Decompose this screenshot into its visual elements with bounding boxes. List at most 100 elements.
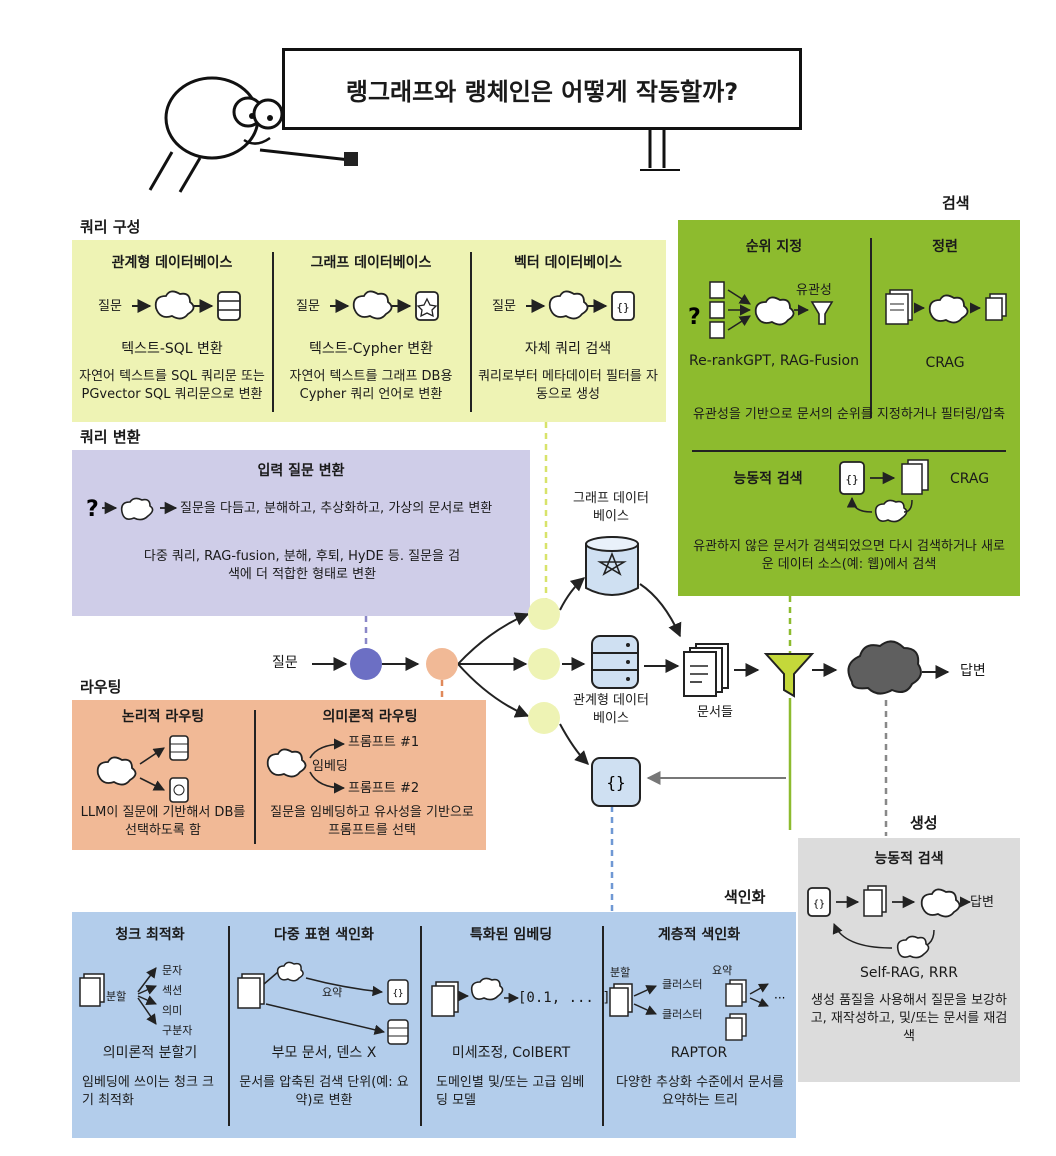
prompt-1-label: 프롬프트 #1 [348, 735, 420, 750]
relational-db-icon [591, 635, 639, 689]
active-retrieval-desc: 유관하지 않은 문서가 검색되었으면 다시 검색하거나 새로운 데이터 소스(예… [693, 539, 1005, 572]
graph-db-icon [585, 536, 639, 596]
llm-cloud-icon [847, 640, 922, 695]
hierarchical-desc: 다양한 추상화 수준에서 문서를 요약하는 트리 [616, 1075, 784, 1108]
ranking-heading: 순위 지정 [745, 239, 803, 255]
vector-db-icon: {} [591, 757, 641, 807]
generation-answer-label: 답변 [970, 895, 994, 910]
generation-flow-icon: {} [807, 885, 972, 959]
svg-text:{}: {} [845, 473, 858, 486]
relevance-label: 유관성 [796, 283, 832, 298]
multi-summary-label: 요약 [322, 986, 343, 999]
multi-representation-desc: 문서를 압축된 검색 단위(예: 요약)로 변환 [239, 1075, 409, 1108]
vector-desc: 쿼리로부터 메타데이터 필터를 자동으로 생성 [478, 369, 658, 402]
generation-desc: 생성 품질을 사용해서 질문을 보강하고, 재작성하고, 및/또는 문서를 재검… [810, 993, 1008, 1044]
specialized-embedding-heading: 특화된 임베딩 [469, 927, 553, 943]
construction-node-graph [528, 598, 560, 630]
vector-question-label: 질문 [492, 299, 516, 314]
chunk-method: 의미론적 분할기 [102, 1045, 198, 1061]
graph-desc: 자연어 텍스트를 그래프 DB용 Cypher 쿼리 언어로 변환 [289, 369, 453, 402]
relational-method: 텍스트-SQL 변환 [121, 341, 223, 357]
query-construction-panel: 관계형 데이터베이스 질문 텍스트-SQL 변환 자연어 텍스트를 SQL 쿼리… [72, 240, 666, 422]
center-question-label: 질문 [272, 655, 298, 671]
hierarchical-split-label: 분할 [610, 966, 631, 979]
routing-node [426, 648, 458, 680]
svg-text:{}: {} [813, 899, 825, 910]
generation-heading: 능동적 검색 [874, 851, 944, 867]
refinement-flow-icon [885, 289, 1007, 325]
svg-text:{}: {} [616, 301, 629, 314]
semantic-routing-desc: 질문을 임베딩하고 유사성을 기반으로 프롬프트를 선택 [270, 805, 474, 838]
svg-text:?: ? [688, 305, 701, 330]
query-translation-panel: 입력 질문 변환 ? 질문을 다듬고, 분해하고, 추상화하고, 가상의 문서로… [72, 450, 530, 616]
graph-db-label: 그래프 데이터 베이스 [573, 491, 649, 524]
query-translation-flow-text: 질문을 다듬고, 분해하고, 추상화하고, 가상의 문서로 변환 [180, 501, 493, 516]
section-label-query-translation: 쿼리 변환 [80, 428, 141, 446]
active-retrieval-heading: 능동적 검색 [733, 471, 803, 487]
refinement-heading: 정련 [932, 239, 958, 255]
hierarchical-tree-icon: ··· [609, 979, 785, 1041]
vector-db-heading: 벡터 데이터베이스 [514, 255, 622, 271]
graph-question-label: 질문 [296, 299, 320, 314]
page-title: 랭그래프와 랭체인은 어떻게 작동할까? [282, 48, 802, 130]
section-label-routing: 라우팅 [80, 678, 122, 696]
chunk-target-1: 섹션 [162, 984, 183, 997]
semantic-routing-heading: 의미론적 라우팅 [322, 709, 418, 725]
query-translation-node [350, 648, 382, 680]
relational-desc: 자연어 텍스트를 SQL 쿼리문 또는 PGvector SQL 쿼리문으로 변… [79, 369, 265, 402]
hierarchical-summary-label: 요약 [712, 964, 733, 977]
documents-label: 문서들 [697, 705, 733, 720]
hierarchical-cluster-1: 클러스터 [662, 978, 703, 991]
relational-question-label: 질문 [98, 299, 122, 314]
vector-method: 자체 쿼리 검색 [524, 341, 612, 357]
prompt-2-label: 프롬프트 #2 [348, 781, 420, 796]
multi-representation-method: 부모 문서, 덴스 X [271, 1045, 377, 1061]
active-retrieval-icon: {} [839, 459, 929, 523]
chunk-target-2: 의미 [162, 1004, 183, 1017]
hierarchical-heading: 계층적 색인화 [657, 927, 741, 943]
query-translation-flow-icon: ? [86, 497, 178, 522]
chunk-split-label: 분할 [106, 990, 127, 1003]
generation-panel: 능동적 검색 {} 답변 Self-RAG, RRR 생성 품질을 사용해서 질… [798, 838, 1020, 1082]
embedding-label: 임베딩 [312, 759, 348, 774]
construction-node-vector [528, 702, 560, 734]
cartoon-character-icon [148, 76, 358, 193]
specialized-embedding-icon [431, 977, 520, 1017]
svg-text:{}: {} [606, 773, 625, 792]
specialized-embedding-desc: 도메인별 및/또는 고급 임베딩 모델 [436, 1075, 585, 1108]
hierarchical-method: RAPTOR [670, 1045, 728, 1061]
sign-post-icon [640, 128, 680, 171]
chunk-target-3: 구분자 [162, 1024, 193, 1037]
retrieval-panel: 순위 지정 ? 유관성 Re-rankGPT, RAG-Fusion 정련 CR… [678, 220, 1020, 596]
specialized-embedding-method: 미세조정, ColBERT [451, 1045, 571, 1061]
chunk-desc: 임베딩에 쓰이는 청크 크기 최적화 [82, 1075, 214, 1108]
ranking-method: Re-rankGPT, RAG-Fusion [689, 353, 859, 369]
multi-representation-heading: 다중 표현 색인화 [274, 927, 374, 943]
svg-text:{}: {} [393, 989, 404, 999]
hierarchical-cluster-2: 클러스터 [662, 1008, 703, 1021]
logical-routing-heading: 논리적 라우팅 [121, 709, 205, 725]
relational-flow-icon [132, 290, 241, 321]
active-retrieval-method: CRAG [950, 471, 990, 487]
section-label-retrieval: 검색 [942, 194, 970, 212]
multi-representation-icon: {} [237, 961, 409, 1045]
ranking-flow-icon: ? [688, 281, 834, 339]
chunk-split-icon [79, 967, 157, 1025]
svg-text:?: ? [86, 497, 99, 522]
query-translation-heading: 입력 질문 변환 [257, 463, 345, 479]
svg-text:···: ··· [774, 991, 785, 1005]
filter-funnel-icon [763, 653, 815, 698]
logical-routing-desc: LLM이 질문에 기반해서 DB를 선택하도록 함 [80, 805, 246, 838]
section-label-query-construction: 쿼리 구성 [80, 218, 141, 236]
chunk-target-0: 문자 [162, 964, 183, 977]
semantic-routing-icon [266, 738, 346, 794]
generation-method: Self-RAG, RRR [859, 965, 959, 981]
graph-method: 텍스트-Cypher 변환 [308, 341, 434, 357]
chunk-heading: 청크 최적화 [115, 927, 185, 943]
query-translation-desc: 다중 쿼리, RAG-fusion, 분해, 후퇴, HyDE 등. 질문을 검… [143, 549, 461, 582]
ranking-desc: 유관성을 기반으로 문서의 순위를 지정하거나 필터링/압축 [692, 407, 1006, 422]
construction-node-relational [528, 648, 560, 680]
documents-icon [683, 643, 729, 697]
graph-flow-icon [330, 290, 439, 321]
